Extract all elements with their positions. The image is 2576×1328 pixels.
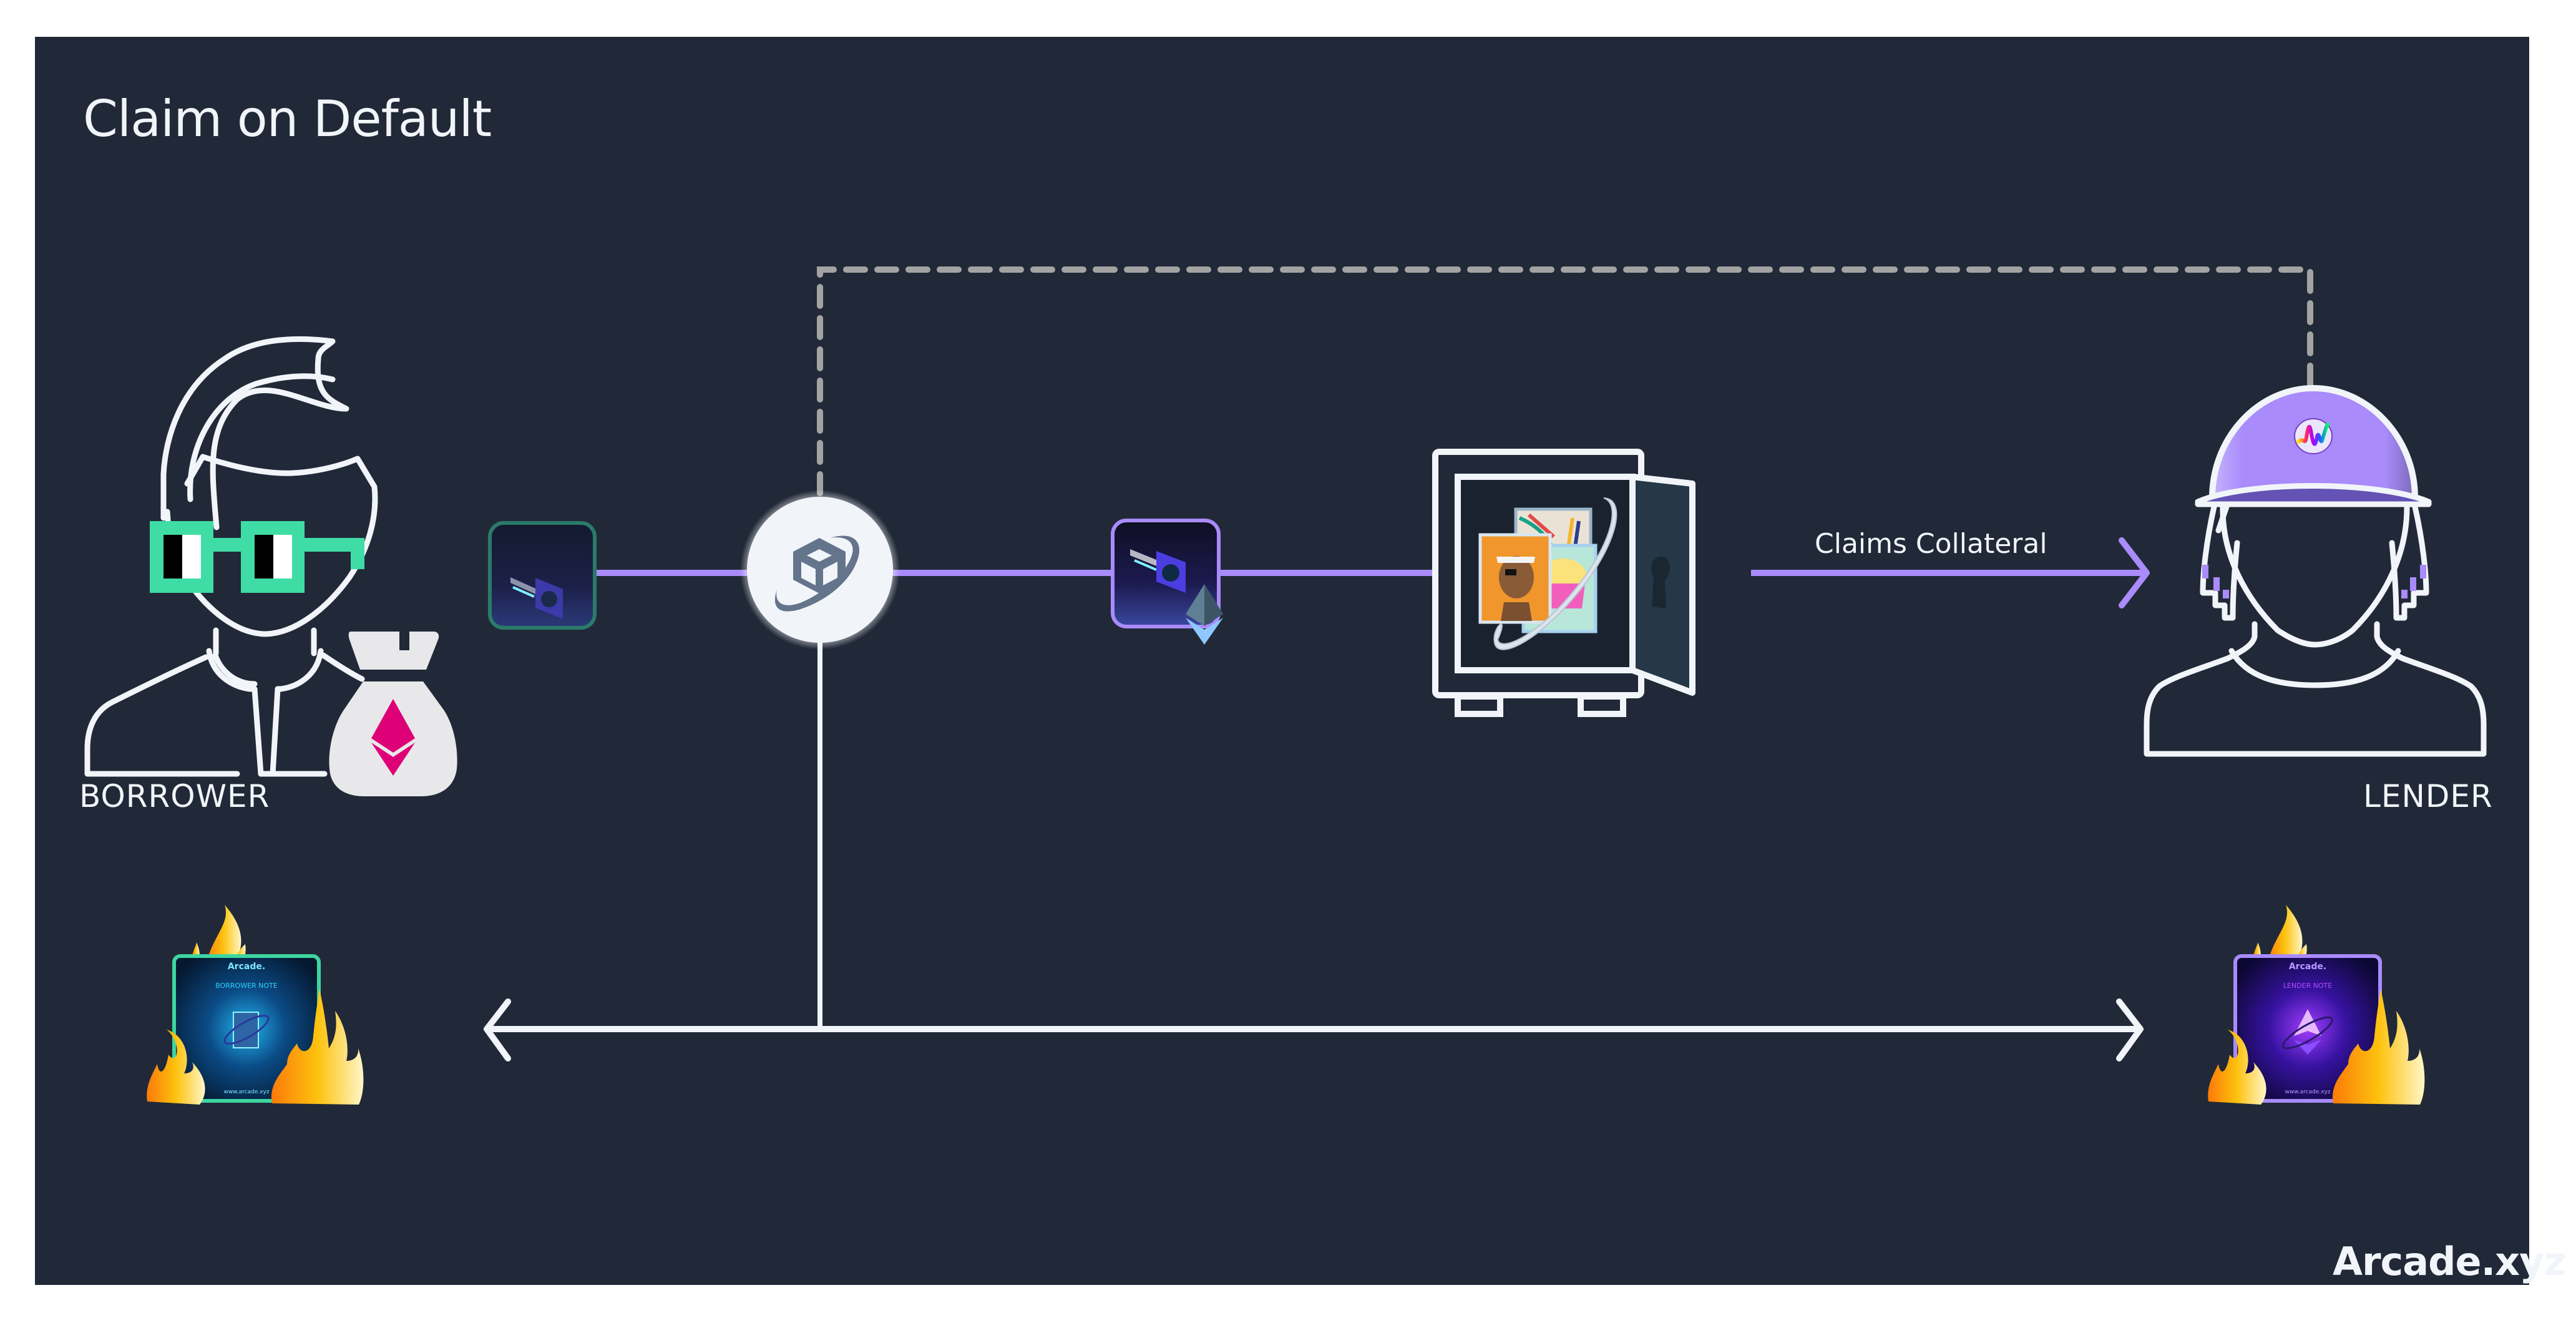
note-ring-text: LENDER NOTE	[2283, 982, 2332, 990]
lender-note-token-icon[interactable]	[1111, 519, 1221, 628]
ethereum-icon	[1186, 584, 1223, 645]
diagram-panel	[35, 37, 2529, 1285]
borrower-note-token-icon[interactable]	[488, 521, 597, 630]
arcade-protocol-hub[interactable]	[740, 490, 900, 650]
vault-with-nfts-icon	[1432, 449, 1695, 717]
diagram-title: Claim on Default	[83, 90, 492, 148]
claims-collateral-label: Claims Collateral	[1815, 528, 2047, 560]
note-url: www.arcade.xyz	[223, 1089, 269, 1095]
borrower-label: BORROWER	[79, 778, 270, 814]
note-ring-text: BORROWER NOTE	[215, 982, 278, 990]
arcade-cube-orbit-icon	[774, 535, 860, 612]
pixel-glasses-icon	[150, 521, 364, 593]
note-brand: Arcade.	[228, 962, 265, 972]
arcade-brand-watermark: Arcade.xyz	[2333, 1239, 2567, 1284]
cap-logo-icon	[2294, 418, 2333, 454]
note-brand: Arcade.	[2289, 962, 2326, 972]
burning-lender-note-icon: Arcade. LENDER NOTE www.arcade.xyz	[2208, 905, 2425, 1105]
burn-notes-double-arrow	[484, 998, 2144, 1062]
lender-avatar-icon	[2144, 384, 2487, 757]
burning-borrower-note-icon: Arcade. BORROWER NOTE www.arcade.xyz	[147, 905, 364, 1105]
borrower-avatar-icon	[84, 336, 378, 777]
note-url: www.arcade.xyz	[2285, 1089, 2330, 1095]
lender-label: LENDER	[2363, 778, 2493, 814]
eth-money-bag-icon	[329, 632, 457, 796]
claims-collateral-arrow	[1751, 537, 2150, 608]
dashed-connector	[817, 266, 2313, 496]
